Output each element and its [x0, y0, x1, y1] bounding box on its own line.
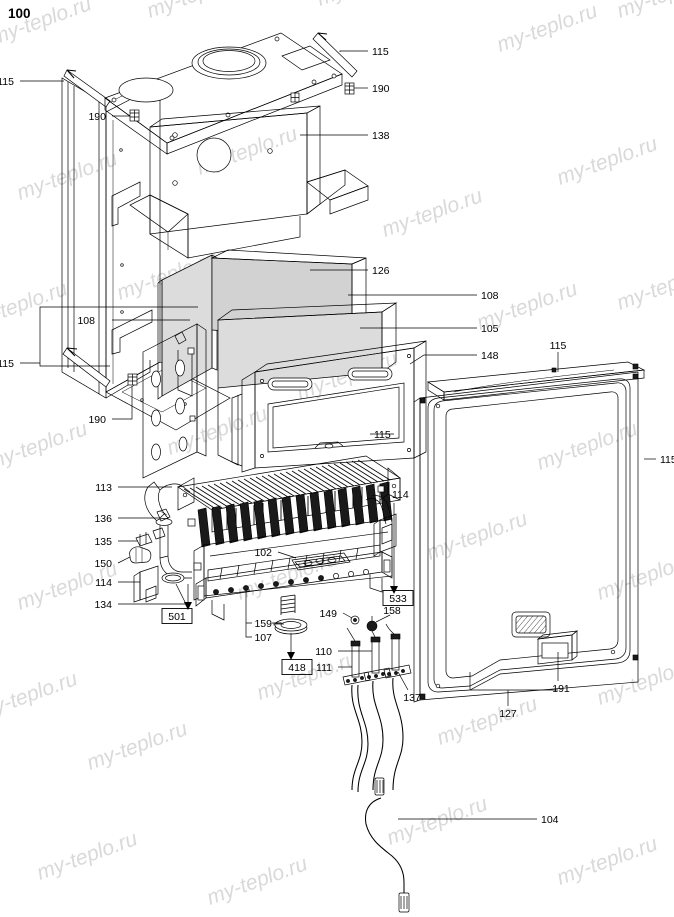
combustion-chamber-front-148 — [231, 340, 427, 473]
boxed-callout-label-kit-bracket-set: 533 — [389, 593, 407, 605]
callout-label-burner-manifold: 107 — [254, 632, 272, 644]
washer-149 — [350, 615, 360, 625]
casing-side-rail-upper-left — [63, 69, 111, 108]
callout-label-casing-side-panel: 115 — [374, 429, 391, 441]
callout-label-casing-side-panel: 115 — [372, 46, 389, 58]
callout-label-door-side-trim: 115 — [660, 454, 674, 466]
callout-label-small-bracket: 135 — [94, 536, 112, 548]
casing-side-rail-upper-right — [312, 32, 358, 78]
boxed-callout-frame-kit-gasket-set — [161, 608, 193, 624]
callout-label-fastener-clip: 190 — [88, 111, 106, 123]
sensor-cable-104 — [365, 777, 410, 913]
callout-label-casing-side-panel: 115 — [0, 358, 14, 370]
water-pipe-assembly — [129, 481, 397, 603]
boxed-callout-layer: 501 418 533 — [161, 590, 414, 675]
top-cover-plate — [104, 32, 343, 155]
callout-label-seal-ring: 159 — [254, 618, 272, 630]
callout-label-flue-hood-cover: 138 — [372, 130, 390, 142]
callout-label-casing-side-panel: 115 — [0, 76, 14, 88]
insulation-side-108 — [157, 254, 218, 400]
callout-label-side-bracket: 114 — [95, 577, 112, 589]
callout-label-fastener-clip: 190 — [372, 83, 390, 95]
boxed-callout-label-kit-seal-set: 418 — [288, 662, 306, 674]
callout-label-water-pipe-return: 113 — [95, 482, 112, 494]
callout-label-layer: 115 190 115 190 138 126 108 105 148 108 115 190 115 1… — [0, 46, 674, 826]
flue-hood-cover-138 — [129, 105, 369, 259]
boxed-callout-frame-kit-seal-set — [281, 659, 313, 675]
callout-leader-lines — [20, 50, 656, 820]
callout-label-pipe-clip: 136 — [94, 513, 112, 525]
callout-label-gasket-ring: 134 — [94, 599, 112, 611]
callout-label-combustion-chamber-front: 148 — [481, 350, 499, 362]
figure-number: 100 — [8, 6, 31, 21]
fastener-clip-top-chamber — [290, 92, 300, 103]
front-door-panel-127 — [413, 361, 646, 703]
callout-label-burner-injector-plate: 102 — [254, 547, 272, 559]
fastener-clip-lower-left — [127, 373, 138, 386]
callout-label-door-panel: 127 — [499, 708, 517, 720]
electrode-screw-158 — [366, 616, 378, 632]
fastener-clip-upper-right — [344, 82, 355, 95]
callout-label-side-bracket: 114 — [392, 489, 409, 501]
side-mounting-plate — [142, 323, 207, 479]
seal-ring-159 — [274, 618, 308, 635]
callout-label-electrode-screw: 158 — [383, 605, 401, 617]
callout-label-door-seal-top: 115 — [550, 340, 567, 352]
callout-label-detection-electrode: 111 — [316, 662, 332, 674]
callout-label-inspection-window: 191 — [552, 683, 570, 695]
callout-label-insulation-front: 105 — [481, 323, 499, 335]
callout-label-pipe-fitting: 150 — [94, 558, 112, 570]
burner-manifold-107 — [195, 544, 393, 621]
electrode-assembly — [342, 623, 412, 793]
callout-label-insulation-rear: 126 — [372, 265, 390, 277]
callout-label-insulation-side: 108 — [77, 315, 95, 327]
callout-label-washer: 149 — [319, 608, 337, 620]
callout-label-sensor-cable: 104 — [541, 814, 559, 826]
fastener-clip-upper-left — [129, 109, 140, 122]
casing-side-rail-lower-left — [62, 347, 111, 388]
boxed-callout-frame-kit-bracket-set — [382, 590, 414, 606]
boxed-callout-label-kit-gasket-set: 501 — [168, 611, 186, 623]
callout-label-electrode-mount: 137 — [403, 692, 421, 704]
callout-label-fastener-clip: 190 — [88, 414, 106, 426]
callout-label-insulation-side: 108 — [481, 290, 499, 302]
callout-label-ignition-electrode: 110 — [315, 646, 332, 658]
